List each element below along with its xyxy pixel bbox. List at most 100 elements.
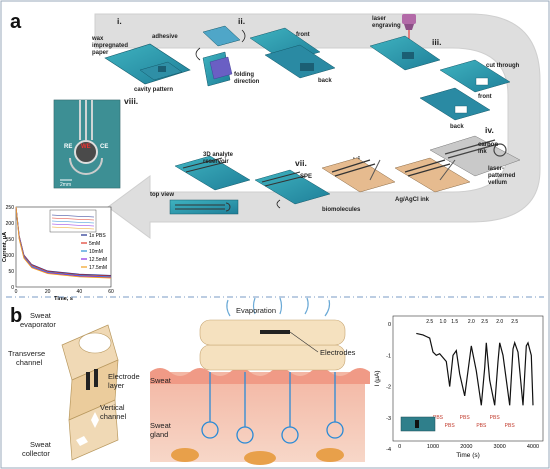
label-vertical-channel: Vertical channel bbox=[100, 403, 127, 421]
chart-b-annotation: 2.0 bbox=[496, 319, 503, 325]
label-sweat-evaporator: Sweat evaporator bbox=[20, 311, 56, 329]
chart-b-xtick: 0 bbox=[398, 444, 401, 450]
chart-b-ytick: -3 bbox=[386, 416, 391, 422]
panel-a: a i. ii. iii. iv. v. vi. vii. viii. wax … bbox=[2, 11, 541, 302]
panel-b-letter: b bbox=[10, 305, 22, 327]
strip-reservoir bbox=[174, 155, 251, 191]
label-carbon-ink: carbon ink bbox=[478, 142, 500, 155]
strip-front-back-1 bbox=[249, 27, 336, 79]
chart-b-annotation: 2.5 bbox=[426, 319, 433, 325]
skin-device-illustration bbox=[150, 297, 370, 465]
chart-b-ytick: 0 bbox=[388, 322, 391, 328]
chart-b-annotation: 2.5 bbox=[511, 319, 518, 325]
label-laser-vellum: laser- patterned vellum bbox=[488, 166, 517, 186]
chart-b-pbs-annotation: PBS bbox=[490, 415, 501, 421]
chart-a-inset-line bbox=[51, 217, 95, 221]
chart-a-xtick: 60 bbox=[108, 289, 114, 295]
chart-a-ylabel: Current, μA bbox=[2, 232, 8, 262]
label-transverse-channel: Transverse channel bbox=[8, 349, 47, 367]
chart-a-ytick: 0 bbox=[11, 285, 14, 291]
chart-b-xtick: 3000 bbox=[494, 444, 506, 450]
chart-b-ytick: -2 bbox=[386, 385, 391, 391]
strip-ag-ink bbox=[394, 157, 471, 193]
chart-a-legend-label: 17.5mM bbox=[89, 265, 107, 271]
strip-biomolecules bbox=[321, 157, 396, 193]
chart-b-xtick: 1000 bbox=[427, 444, 439, 450]
strip-step-i bbox=[104, 43, 191, 85]
label-ce: CE bbox=[100, 144, 108, 150]
chart-a-inset-line bbox=[51, 223, 95, 227]
step-vii: vii. bbox=[295, 158, 307, 168]
chart-a-xtick: 0 bbox=[15, 289, 18, 295]
chart-b-pbs-annotation: PBS bbox=[460, 415, 471, 421]
label-reservoir: 3D analyte reservoir bbox=[203, 152, 235, 165]
label-back-2: back bbox=[450, 124, 464, 130]
laser-engraving-device bbox=[369, 14, 441, 71]
label-sweat-gland: Sweat gland bbox=[150, 421, 173, 439]
label-back-1: back bbox=[318, 78, 332, 84]
label-front-1: front bbox=[296, 32, 310, 38]
step-viii: viii. bbox=[124, 96, 138, 106]
strip-step-ii bbox=[195, 25, 246, 87]
strip-top-view bbox=[169, 199, 239, 215]
chart-a-legend-label: 1x PBS bbox=[89, 233, 106, 239]
chart-b-device-electrode bbox=[415, 420, 419, 428]
chart-a-series-line bbox=[15, 206, 112, 279]
chart-a-ytick: 50 bbox=[8, 269, 14, 275]
label-electrodes: Electrodes bbox=[320, 348, 356, 357]
label-evaporation: Evaporation bbox=[236, 306, 276, 315]
label-adhesive: adhesive bbox=[152, 34, 178, 40]
chart-a-ytick: 100 bbox=[6, 253, 15, 259]
chart-a-inset-line bbox=[51, 220, 95, 224]
label-ag-ink: Ag/AgCl ink bbox=[395, 197, 430, 203]
chart-b-annotation: 1.0 bbox=[440, 319, 447, 325]
label-front-2: front bbox=[478, 94, 492, 100]
chart-b-annotation: 2.0 bbox=[468, 319, 475, 325]
chart-b-ytick: -1 bbox=[386, 353, 391, 359]
chart-b-annotation: 2.5 bbox=[481, 319, 488, 325]
label-laser-engraving: laser engraving bbox=[372, 16, 401, 29]
chart-b-series-line bbox=[416, 332, 534, 406]
chart-b-xlabel: Time (s) bbox=[456, 452, 480, 459]
label-we: WE bbox=[81, 144, 91, 150]
label-cavity-pattern: cavity pattern bbox=[134, 87, 173, 93]
process-arrow bbox=[94, 13, 541, 239]
label-cut-through: cut through bbox=[486, 63, 520, 69]
label-scale: 2mm bbox=[60, 182, 71, 188]
chart-b-pbs-annotation: PBS bbox=[476, 423, 487, 429]
chart-a-ytick: 250 bbox=[6, 205, 15, 211]
chart-b-pbs-annotation: PBS bbox=[505, 423, 516, 429]
step-i: i. bbox=[117, 16, 122, 26]
chart-a-xtick: 20 bbox=[45, 289, 51, 295]
label-sweat: Sweat bbox=[150, 376, 172, 385]
chart-a-xlabel: Time, s bbox=[54, 296, 73, 302]
electrode-photo bbox=[53, 99, 121, 189]
chart-a-inset-line bbox=[51, 214, 95, 218]
chart-a-inset-line bbox=[51, 226, 95, 230]
strip-cut-through bbox=[419, 59, 511, 121]
panel-b: b Sweat evaporator Transverse channel El… bbox=[8, 297, 544, 465]
chart-b-annotation: 1.5 bbox=[451, 319, 458, 325]
chart-a-legend-label: 10mM bbox=[89, 249, 103, 255]
chart-a-legend-label: 12.5mM bbox=[89, 257, 107, 263]
chart-b-pbs-annotation: PBS bbox=[433, 415, 444, 421]
chart-b-ylabel: I (μA) bbox=[374, 370, 381, 386]
label-top-view: top view bbox=[150, 192, 174, 198]
label-re: RE bbox=[64, 144, 72, 150]
chart-a-legend-label: 5mM bbox=[89, 241, 100, 247]
strip-vellum bbox=[429, 135, 521, 177]
chart-b-pbs-annotation: PBS bbox=[445, 423, 456, 429]
strip-spe bbox=[254, 169, 331, 209]
chart-b-xtick: 4000 bbox=[527, 444, 539, 450]
chart-a-ytick: 150 bbox=[6, 237, 15, 243]
chart-b-xtick: 2000 bbox=[460, 444, 472, 450]
folded-device bbox=[61, 324, 119, 461]
label-sweat-collector: Sweat collector bbox=[22, 440, 53, 458]
step-iv: iv. bbox=[485, 125, 494, 135]
chart-a-xtick: 40 bbox=[77, 289, 83, 295]
label-spe: SPE bbox=[300, 174, 312, 180]
